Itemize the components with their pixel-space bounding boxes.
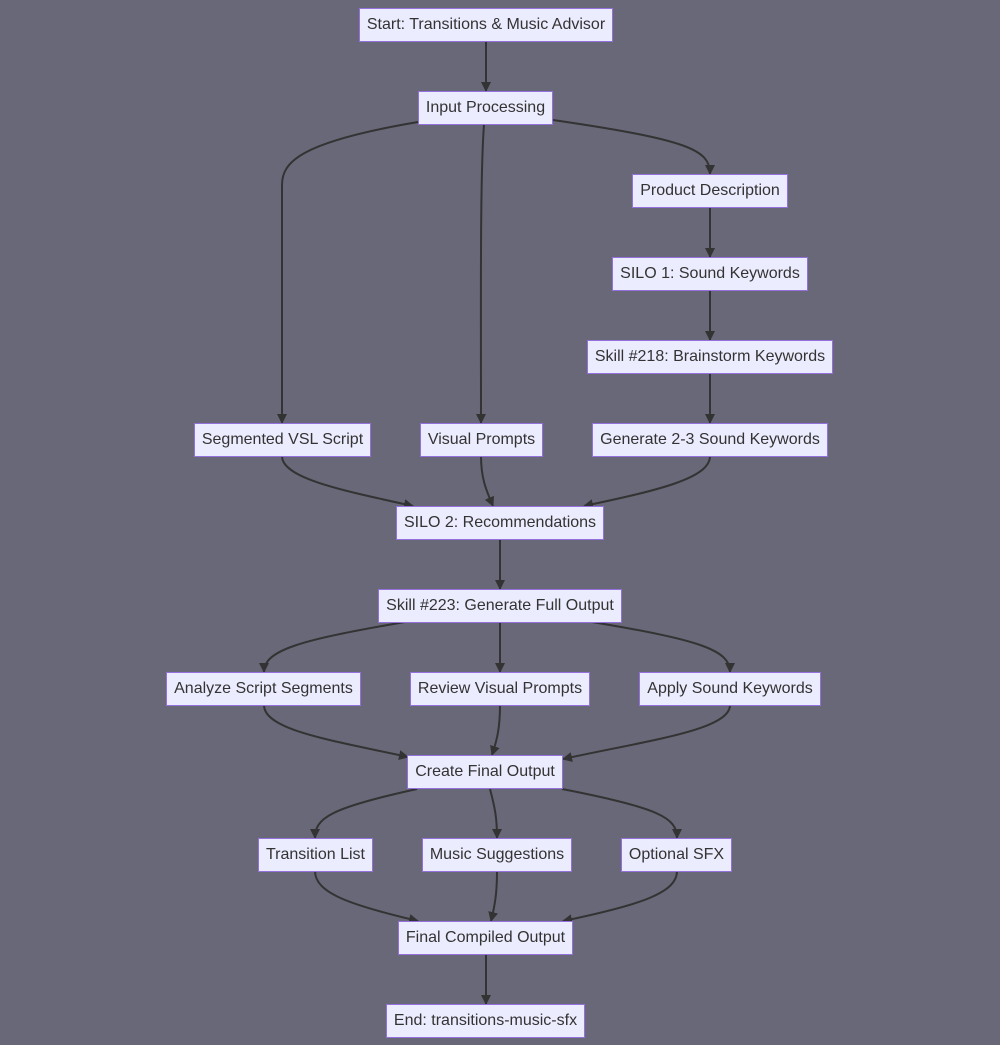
edge-create-final-to-transition-list — [310, 788, 418, 839]
node-skill-218-brainstorm: Skill #218: Brainstorm Keywords — [587, 340, 833, 374]
node-start: Start: Transitions & Music Advisor — [359, 8, 613, 42]
edge-review-visual-to-create-final — [490, 704, 501, 756]
edge-input-processing-to-visual-prompts — [475, 123, 486, 424]
edge-optional-sfx-to-final-compiled — [562, 870, 678, 925]
node-segmented-vsl-script: Segmented VSL Script — [194, 423, 371, 457]
node-skill-223-full-output: Skill #223: Generate Full Output — [378, 589, 622, 623]
edge-create-final-to-optional-sfx — [561, 788, 682, 839]
edge-input-processing-to-segmented-vsl — [277, 121, 419, 424]
node-music-suggestions: Music Suggestions — [422, 838, 572, 872]
edge-visual-prompts-to-silo2 — [480, 455, 494, 507]
node-end: End: transitions-music-sfx — [386, 1004, 585, 1038]
edge-segmented-vsl-to-silo2 — [281, 455, 414, 509]
node-optional-sfx: Optional SFX — [621, 838, 732, 872]
edge-skill223-to-apply-sound — [591, 621, 735, 673]
node-input-processing: Input Processing — [418, 91, 553, 125]
node-review-visual-prompts: Review Visual Prompts — [410, 672, 590, 706]
edge-analyze-script-to-create-final — [263, 704, 409, 760]
node-visual-prompts: Visual Prompts — [420, 423, 543, 457]
node-transition-list: Transition List — [258, 838, 373, 872]
node-silo1-sound-keywords: SILO 1: Sound Keywords — [612, 257, 808, 291]
edge-transition-list-to-final-compiled — [314, 870, 419, 924]
edge-create-final-to-music-suggestions — [489, 788, 502, 839]
edge-input-processing-to-product-description — [552, 119, 715, 175]
node-analyze-script-segments: Analyze Script Segments — [166, 672, 361, 706]
edge-generate-keywords-to-silo2 — [583, 455, 711, 510]
node-apply-sound-keywords: Apply Sound Keywords — [639, 672, 821, 706]
edge-apply-sound-to-create-final — [562, 704, 731, 762]
node-final-compiled-output: Final Compiled Output — [398, 921, 573, 955]
edge-music-suggestions-to-final-compiled — [488, 870, 499, 922]
node-silo2-recommendations: SILO 2: Recommendations — [396, 506, 604, 540]
edge-skill223-to-analyze-script — [259, 621, 406, 673]
node-create-final-output: Create Final Output — [407, 755, 563, 789]
node-generate-sound-keywords: Generate 2-3 Sound Keywords — [592, 423, 828, 457]
node-product-description: Product Description — [632, 174, 788, 208]
